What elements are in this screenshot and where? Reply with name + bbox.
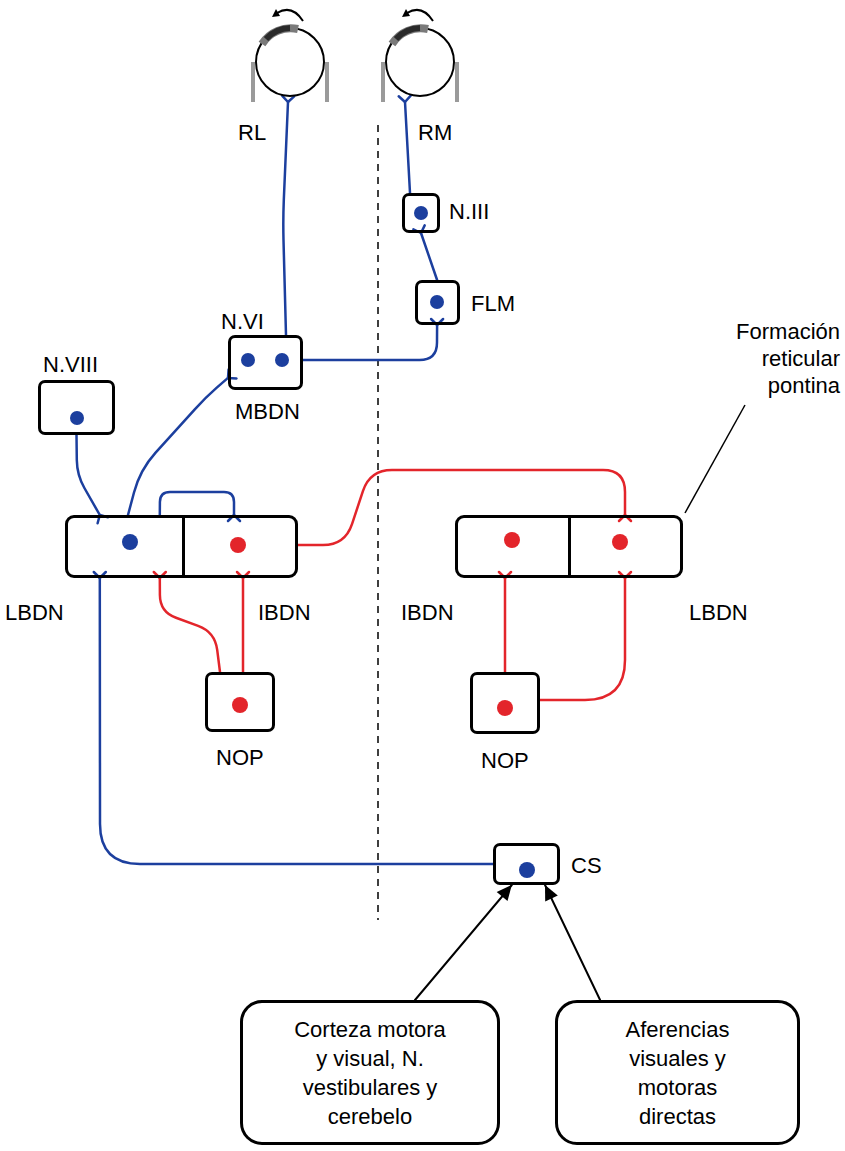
neuron-soma bbox=[275, 353, 289, 367]
neuron-soma bbox=[414, 206, 428, 220]
neuron-soma bbox=[519, 862, 535, 878]
nucleus-label: CS bbox=[571, 853, 602, 879]
nucleus-label: N.VIII bbox=[43, 352, 98, 378]
neuron-soma bbox=[430, 295, 444, 309]
arrowhead bbox=[545, 885, 558, 902]
pupil-band bbox=[266, 28, 290, 39]
eye-drawing bbox=[250, 22, 330, 102]
neural-pathway bbox=[160, 492, 234, 515]
nucleus-box: NOP bbox=[205, 672, 275, 732]
leader-line bbox=[685, 405, 745, 513]
neural-pathway bbox=[540, 578, 625, 700]
cornea-band bbox=[262, 28, 298, 44]
region-label: Formación reticular pontina bbox=[712, 318, 840, 399]
neuron-soma bbox=[504, 532, 520, 548]
neural-pathway bbox=[242, 578, 245, 672]
neural-pathway bbox=[504, 578, 507, 672]
reticular-cell: IBDN bbox=[455, 515, 571, 578]
eye-muscle bbox=[325, 62, 329, 102]
rotation-arrow bbox=[407, 10, 433, 21]
synapse-ending bbox=[399, 96, 411, 102]
nucleus-label: RM bbox=[418, 120, 452, 146]
nucleus-box: CS bbox=[493, 843, 560, 885]
neural-pathway bbox=[128, 378, 228, 515]
nucleus-label: IBDN bbox=[258, 600, 311, 626]
eye-drawing bbox=[380, 22, 460, 102]
eyeball: RM bbox=[380, 22, 460, 102]
nucleus-label: NOP bbox=[216, 745, 264, 771]
eye-muscle bbox=[381, 62, 385, 102]
input-box: Aferencias visuales y motoras directas bbox=[555, 1000, 800, 1145]
nucleus-label: IBDN bbox=[401, 600, 454, 626]
neuron-soma bbox=[70, 411, 84, 425]
arrowhead bbox=[497, 885, 512, 901]
neuron-soma bbox=[612, 534, 628, 550]
neural-pathway bbox=[405, 102, 410, 193]
reticular-cell: LBDN bbox=[568, 515, 683, 578]
rotation-arrowhead bbox=[272, 9, 280, 17]
nucleus-label: N.VI bbox=[221, 309, 264, 335]
nucleus-box: NOP bbox=[470, 672, 540, 734]
neural-pathway bbox=[303, 325, 437, 360]
neuron-soma bbox=[241, 353, 255, 367]
nucleus-box: N.III bbox=[402, 193, 440, 233]
neuron-soma bbox=[497, 700, 513, 716]
neuron-soma bbox=[230, 537, 246, 553]
eye-muscle bbox=[455, 62, 459, 102]
neural-pathway bbox=[421, 233, 437, 280]
neural-pathway bbox=[283, 102, 288, 335]
eye-muscle bbox=[251, 62, 255, 102]
neural-pathway bbox=[77, 435, 100, 515]
neural-pathway bbox=[160, 578, 220, 672]
input-box: Corteza motora y visual, N. vestibulares… bbox=[240, 1000, 500, 1145]
neural-pathway bbox=[298, 470, 625, 545]
neural-pathway bbox=[100, 578, 493, 864]
nucleus-label: RL bbox=[238, 120, 266, 146]
nucleus-label: LBDN bbox=[689, 600, 748, 626]
nucleus-label: N.III bbox=[449, 199, 489, 225]
reticular-cell: LBDN bbox=[65, 515, 185, 578]
box-text: Corteza motora y visual, N. vestibulares… bbox=[290, 1015, 450, 1131]
nucleus-box: N.VIII bbox=[38, 380, 115, 435]
nucleus-label: LBDN bbox=[5, 600, 64, 626]
input-arrow bbox=[545, 885, 600, 1000]
eyeball-outline bbox=[386, 28, 454, 96]
neuron-soma bbox=[122, 534, 138, 550]
nucleus-box: FLM bbox=[415, 280, 460, 325]
cornea-band bbox=[392, 28, 428, 44]
eyeball-outline bbox=[256, 28, 324, 96]
nucleus-box: N.VIMBDN bbox=[228, 335, 303, 390]
nucleus-label: FLM bbox=[471, 291, 515, 317]
rotation-arrow bbox=[277, 10, 303, 21]
nucleus-label: MBDN bbox=[235, 399, 300, 425]
rotation-arrowhead bbox=[402, 9, 410, 17]
midline bbox=[377, 125, 379, 920]
pupil-band bbox=[396, 28, 420, 39]
box-text: Aferencias visuales y motoras directas bbox=[603, 1015, 753, 1131]
neuron-soma bbox=[232, 697, 248, 713]
nucleus-label: NOP bbox=[481, 748, 529, 774]
input-arrow bbox=[415, 885, 512, 1000]
reticular-cell: IBDN bbox=[182, 515, 298, 578]
eyeball: RL bbox=[250, 22, 330, 102]
